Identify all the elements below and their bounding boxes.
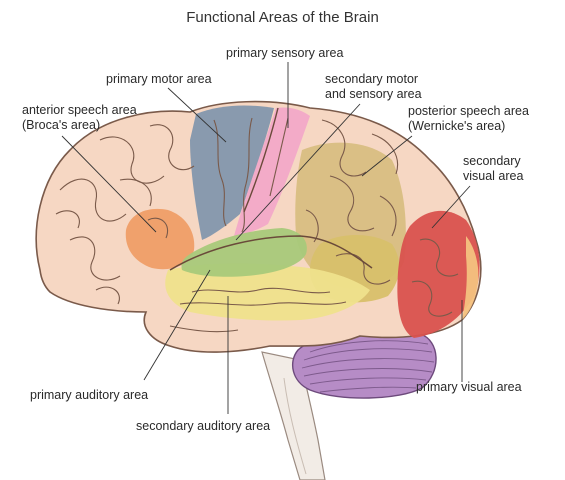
lateral-sulcus <box>169 235 373 271</box>
area-secondary-auditory <box>165 263 370 321</box>
leader-lines <box>61 62 471 414</box>
label-brocas-area: anterior speech area (Broca's area) <box>22 103 137 132</box>
label-secondary-auditory-area: secondary auditory area <box>136 419 271 433</box>
leader-primary-auditory <box>143 269 211 381</box>
label-primary-visual-area: primary visual area <box>416 380 522 394</box>
label-wernickes-area: posterior speech area (Wernicke's area) <box>408 104 529 133</box>
label-primary-auditory-area: primary auditory area <box>30 388 149 402</box>
label-secondary-visual-area: secondary visual area <box>463 154 524 183</box>
leader-primary-motor <box>167 87 227 143</box>
area-primary-auditory <box>181 228 307 277</box>
label-secondary-motor-sensory-area: secondary motor and sensory area <box>325 72 422 101</box>
leader-wernickes <box>361 135 413 177</box>
leader-secondary-visual <box>431 185 471 229</box>
leader-secondary-motor-sensory <box>235 103 361 241</box>
leader-brocas <box>61 135 157 233</box>
area-secondary-visual <box>397 210 480 338</box>
area-primary-sensory <box>234 107 310 237</box>
diagram-title: Functional Areas of the Brain <box>186 9 379 26</box>
cerebellum-folia <box>301 340 435 393</box>
central-sulcus <box>243 107 279 213</box>
area-primary-visual <box>462 236 479 320</box>
gyri-lines <box>55 117 459 333</box>
area-primary-motor <box>190 105 274 240</box>
label-primary-sensory-area: primary sensory area <box>226 46 344 60</box>
label-primary-motor-area: primary motor area <box>106 72 212 86</box>
area-brocas <box>125 208 195 270</box>
